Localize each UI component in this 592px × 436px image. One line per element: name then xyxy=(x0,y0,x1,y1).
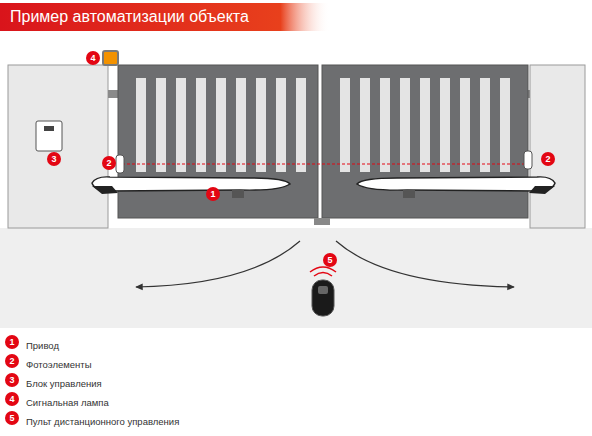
gate-slot xyxy=(196,78,206,172)
callout-number: 2 xyxy=(5,354,19,368)
title-bar xyxy=(0,3,330,31)
signal-waves xyxy=(310,267,336,276)
actuator xyxy=(92,177,290,198)
gate-slot xyxy=(276,78,286,172)
gate-slot xyxy=(156,78,166,172)
gate-slot xyxy=(460,78,470,172)
opening-arrow xyxy=(136,241,300,287)
gate-slot xyxy=(420,78,430,172)
gate-slot xyxy=(440,78,450,172)
legend-text: Сигнальная лампа xyxy=(26,397,109,408)
callout-number: 5 xyxy=(5,411,19,425)
title: Пример автоматизации объекта xyxy=(10,8,249,26)
ground xyxy=(0,228,592,328)
legend-item: Блок управления xyxy=(26,373,102,391)
gate-leaf xyxy=(118,65,318,218)
opening-arrow xyxy=(336,241,514,287)
callout-number: 4 xyxy=(86,51,100,65)
legend-item: Пульт дистанционного управления xyxy=(26,411,179,429)
callout-number: 3 xyxy=(47,152,61,166)
gate-slot xyxy=(216,78,226,172)
actuator xyxy=(357,177,555,198)
control-box xyxy=(36,121,62,151)
legend-text: Пульт дистанционного управления xyxy=(26,416,179,427)
callout-number: 2 xyxy=(102,156,116,170)
gate-stop xyxy=(314,218,330,225)
photocell xyxy=(524,151,532,169)
callout-number: 1 xyxy=(206,187,220,201)
gate-slot xyxy=(176,78,186,172)
gate-leaf xyxy=(322,65,528,218)
gate-slot xyxy=(360,78,370,172)
gate-slot xyxy=(136,78,146,172)
legend-text: Привод xyxy=(26,340,59,351)
gate-slot xyxy=(500,78,510,172)
legend-text: Фотоэлементы xyxy=(26,359,92,370)
callout-number: 5 xyxy=(323,253,337,267)
remote-button xyxy=(318,286,328,294)
callout-number: 3 xyxy=(5,373,19,387)
right-pillar xyxy=(530,65,585,228)
callout-number: 4 xyxy=(5,392,19,406)
legend-item: Сигнальная лампа xyxy=(26,392,109,410)
gate-slot xyxy=(480,78,490,172)
remote-control xyxy=(312,280,334,316)
gate-slot xyxy=(296,78,306,172)
gate-slot xyxy=(340,78,350,172)
photocell xyxy=(116,155,124,173)
legend-item: Фотоэлементы xyxy=(26,354,92,372)
control-box-screen xyxy=(44,126,54,131)
gate-slot xyxy=(236,78,246,172)
callout-number: 1 xyxy=(5,335,19,349)
left-pillar xyxy=(8,65,108,228)
legend-text: Блок управления xyxy=(26,378,102,389)
signal-lamp xyxy=(103,51,118,65)
callout-number: 2 xyxy=(541,152,555,166)
gate-slot xyxy=(380,78,390,172)
photo-beam xyxy=(122,164,526,165)
gate-slot xyxy=(256,78,266,172)
legend-item: Привод xyxy=(26,335,59,353)
gate-slots xyxy=(136,78,510,172)
gate-slot xyxy=(400,78,410,172)
